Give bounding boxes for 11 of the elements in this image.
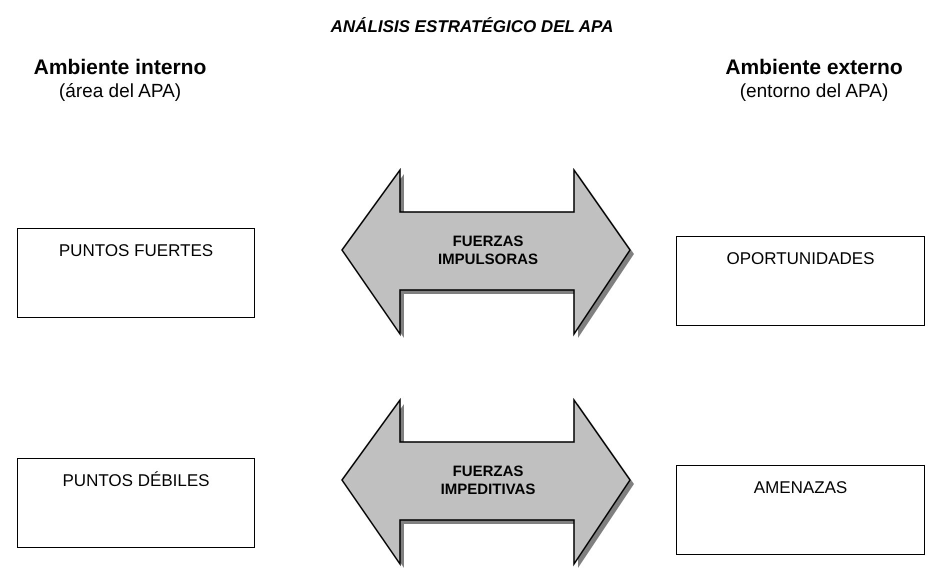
diagram-title: ANÁLISIS ESTRATÉGICO DEL APA	[330, 16, 614, 38]
text-box: AMENAZAS	[676, 465, 925, 555]
arrow-label: FUERZAS IMPULSORAS	[436, 233, 539, 269]
column-subheading: (área del APA)	[58, 80, 182, 104]
column-heading: Ambiente externo	[725, 56, 903, 80]
column-subheading: (entorno del APA)	[740, 80, 888, 104]
text-box: OPORTUNIDADES	[676, 236, 925, 326]
column-heading: Ambiente interno	[34, 56, 206, 80]
text-box: PUNTOS FUERTES	[17, 228, 255, 318]
arrow-label: FUERZAS IMPEDITIVAS	[440, 463, 536, 499]
text-box: PUNTOS DÉBILES	[17, 458, 255, 548]
